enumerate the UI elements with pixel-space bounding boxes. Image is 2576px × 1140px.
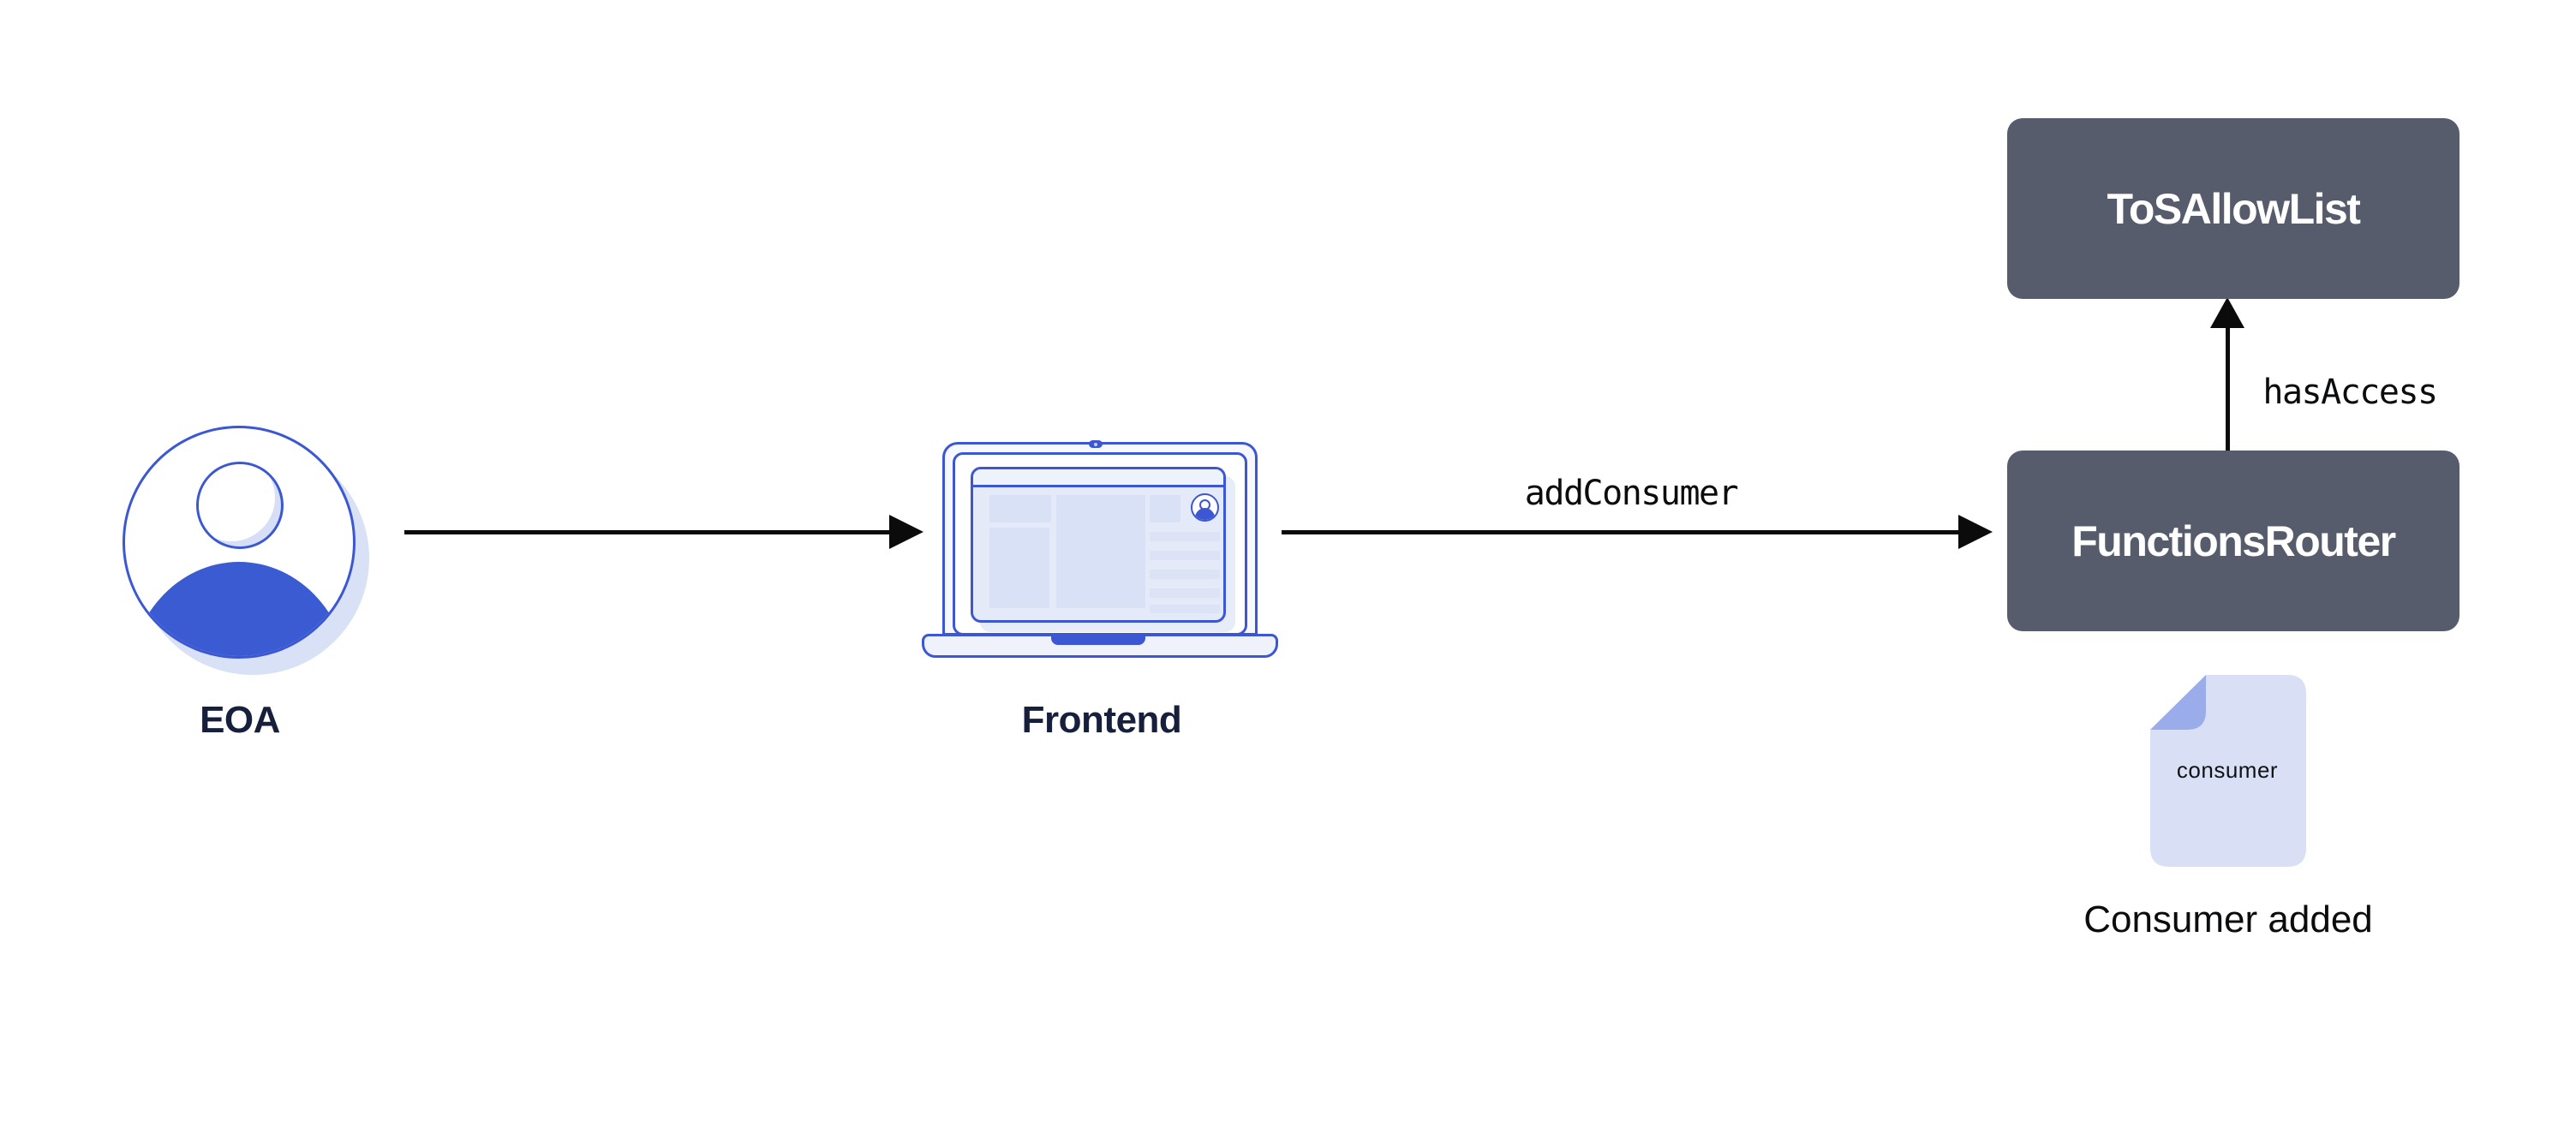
eoa-node-label: EOA [200, 699, 280, 741]
browser-content-block [1150, 495, 1180, 522]
document-icon [2150, 675, 2306, 867]
frontend-node-label: Frontend [1021, 699, 1182, 741]
laptop-camera-icon [1089, 440, 1103, 448]
arrow-router-to-tos-line [2226, 328, 2230, 451]
laptop-camera-dot [1094, 442, 1097, 446]
functions-router-label: FunctionsRouter [2071, 516, 2396, 565]
eoa-avatar-body-shape [128, 562, 350, 656]
browser-content-row [1150, 570, 1220, 579]
browser-content-block [989, 528, 1049, 608]
browser-window [971, 467, 1226, 623]
browser-content-block [1056, 495, 1145, 608]
browser-content-row [1150, 588, 1220, 598]
arrow-frontend-to-router-head [1958, 515, 1993, 549]
browser-content-block [989, 495, 1051, 522]
tos-allowlist-label: ToSAllowList [2107, 184, 2361, 233]
arrow-eoa-to-frontend-head [889, 515, 923, 549]
eoa-avatar-head-highlight [199, 464, 275, 541]
functions-router-node: FunctionsRouter [2007, 451, 2459, 631]
edge-label-hasaccess: hasAccess [2262, 373, 2438, 412]
laptop-notch [1051, 635, 1145, 645]
eoa-avatar-head-shape [196, 462, 284, 549]
consumer-added-caption: Consumer added [2083, 898, 2373, 940]
tos-allowlist-node: ToSAllowList [2007, 118, 2459, 299]
arrow-frontend-to-router-line [1282, 530, 1958, 534]
edge-label-addconsumer: addConsumer [1524, 474, 1739, 513]
document-file-text: consumer [2176, 757, 2279, 783]
user-avatar-shoulders [1193, 508, 1216, 520]
browser-content-row [1150, 532, 1220, 541]
user-avatar-icon [1191, 493, 1219, 522]
browser-topbar [973, 469, 1223, 487]
browser-content-row [1150, 605, 1220, 613]
arrow-router-to-tos-head [2210, 297, 2244, 328]
arrow-eoa-to-frontend-line [404, 530, 889, 534]
browser-content-row [1150, 551, 1220, 560]
